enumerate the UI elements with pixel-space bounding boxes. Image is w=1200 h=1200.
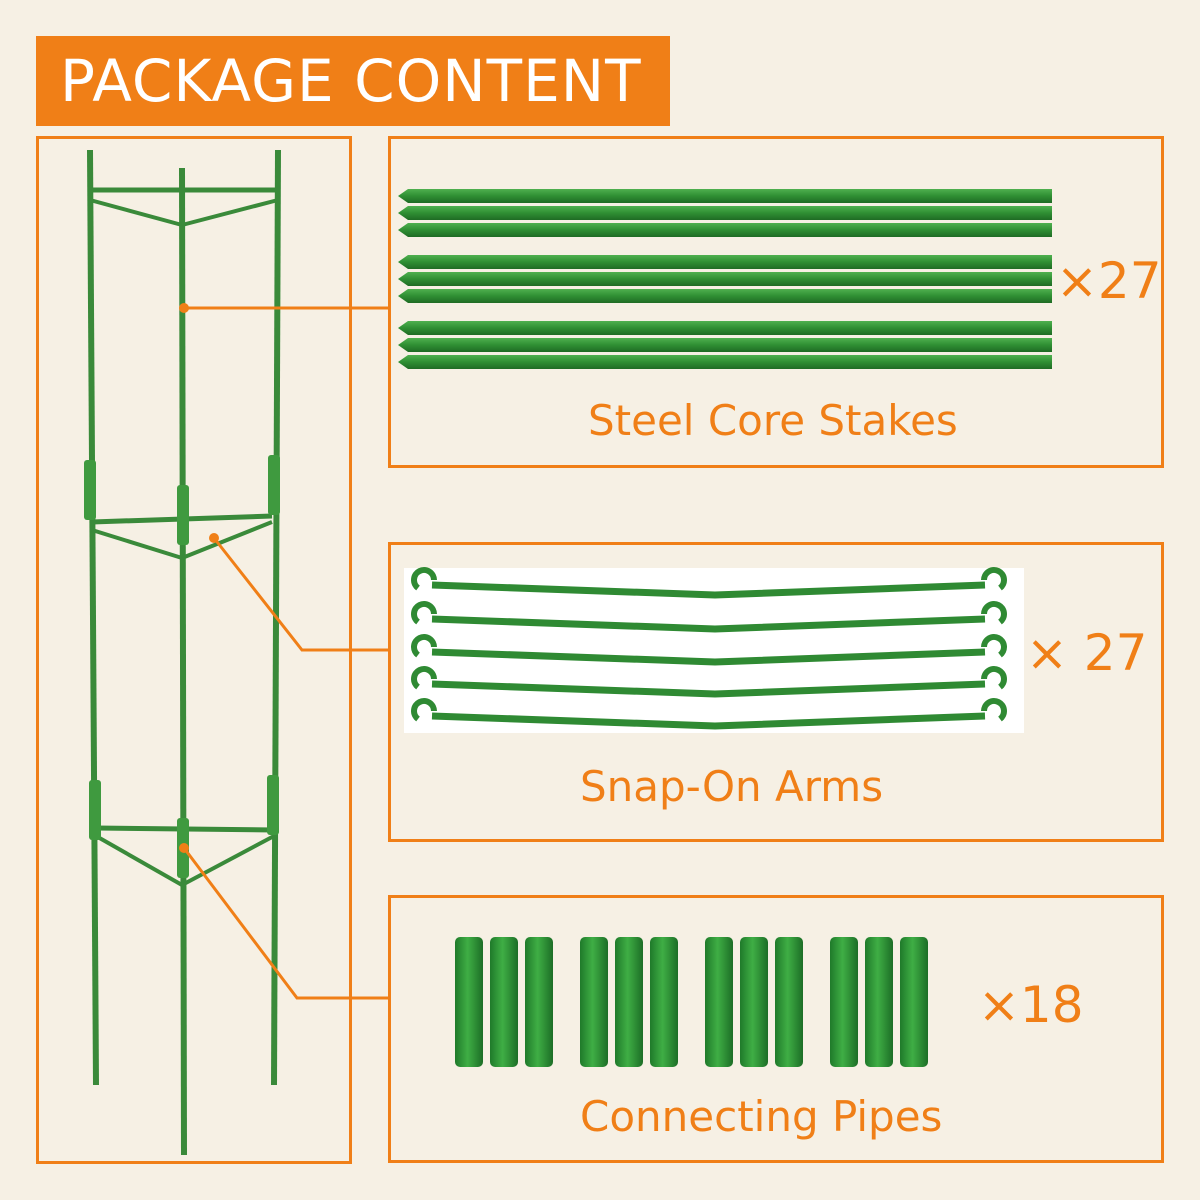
stakes-panel	[388, 136, 1164, 468]
snap-arm-icon	[404, 567, 1024, 733]
stakes-label: Steel Core Stakes	[588, 396, 958, 445]
pipes-panel	[388, 895, 1164, 1163]
page-title: PACKAGE CONTENT	[60, 47, 642, 115]
callout-lines	[182, 306, 388, 1000]
arms-quantity: × 27	[1026, 624, 1148, 682]
pipes-label: Connecting Pipes	[580, 1092, 943, 1141]
pipe-icon	[455, 937, 928, 1067]
pipes-quantity: ×18	[978, 976, 1084, 1034]
stake-icon	[398, 189, 1052, 369]
stakes-quantity: ×27	[1056, 252, 1162, 310]
arms-panel	[388, 542, 1164, 842]
callout-dots	[179, 303, 219, 853]
assembled-cage-icon	[87, 149, 281, 1156]
arms-label: Snap-On Arms	[580, 762, 884, 811]
header-banner: PACKAGE CONTENT	[36, 36, 670, 126]
